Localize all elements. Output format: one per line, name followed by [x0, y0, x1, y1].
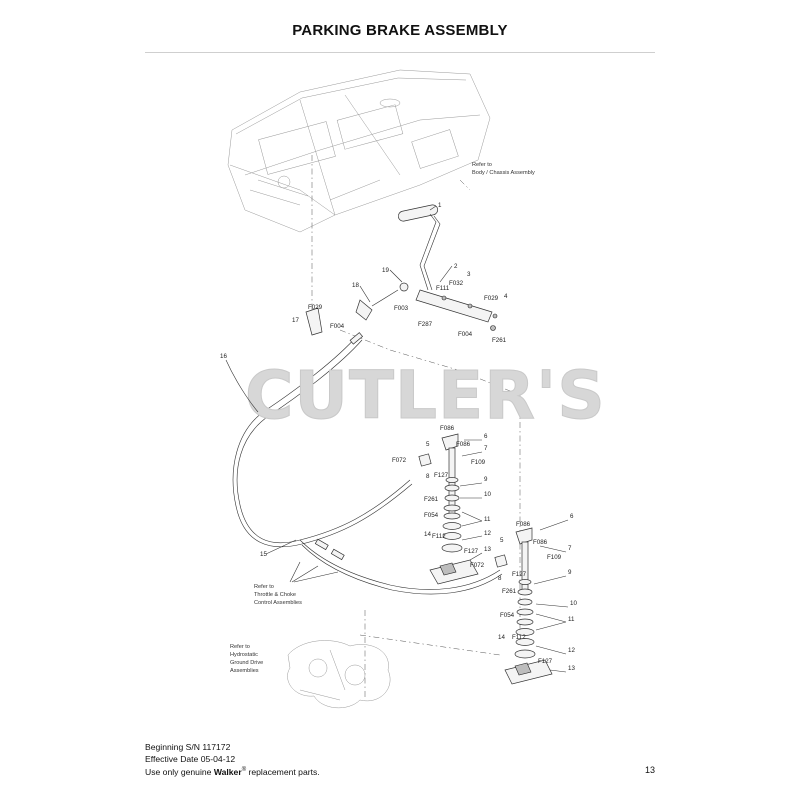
- part-label: 15: [260, 551, 267, 558]
- part-label: 3: [467, 271, 471, 278]
- part-label: F003: [394, 305, 409, 312]
- part-label: 5: [500, 537, 504, 544]
- part-label: F004: [458, 331, 473, 338]
- part-label: 6: [570, 513, 574, 520]
- part-label: 1: [438, 202, 442, 209]
- brand-name: Walker: [213, 766, 242, 777]
- notice-suffix: replacement parts.: [248, 766, 320, 777]
- part-label: F054: [500, 612, 515, 619]
- part-label: 11: [484, 516, 491, 523]
- part-label: 14: [498, 634, 505, 641]
- part-label: F032: [449, 280, 464, 287]
- part-label: F086: [456, 441, 471, 448]
- ref-line: Refer to: [472, 162, 492, 168]
- part-label: F287: [418, 321, 433, 328]
- part-label: F127: [464, 548, 479, 555]
- part-label: 14: [424, 531, 431, 538]
- part-label: F029: [484, 295, 499, 302]
- part-label: 19: [382, 267, 389, 274]
- notice-prefix: Use only genuine: [145, 766, 212, 777]
- part-label: 12: [568, 647, 575, 654]
- reference-hydrostatic: Refer to Hydrostatic Ground Drive Assemb…: [230, 644, 263, 674]
- labels-upper: 1 19 2 18 F111 F032 3 F029 4 F029 17 F00…: [292, 202, 508, 344]
- part-label: 13: [568, 665, 575, 672]
- footer: Beginning S/N 117172 Effective Date 05-0…: [145, 742, 320, 778]
- part-label: F261: [424, 496, 439, 503]
- brake-cables: [232, 332, 503, 595]
- part-label: F112: [512, 634, 526, 641]
- part-label: 10: [484, 491, 491, 498]
- right-brake-stack: [494, 527, 553, 685]
- part-label: F111: [436, 285, 450, 292]
- part-label: 8: [426, 473, 430, 480]
- brake-lever-assembly: [305, 204, 498, 336]
- part-label: 9: [568, 569, 572, 576]
- ref-line: Body / Chassis Assembly: [472, 170, 535, 176]
- parts-notice: Use only genuine Walker® replacement par…: [145, 765, 320, 778]
- ref-line: Assemblies: [230, 668, 259, 674]
- part-label: 12: [484, 530, 491, 537]
- leader-lines: [311, 155, 521, 700]
- reference-body-chassis: Refer to Body / Chassis Assembly: [472, 162, 535, 176]
- part-label: F004: [330, 323, 345, 330]
- part-label: 18: [352, 282, 359, 289]
- reference-throttle-choke: Refer to Throttle & Choke Control Assemb…: [254, 561, 339, 606]
- left-brake-stack: [418, 433, 479, 585]
- part-label: F054: [424, 512, 439, 519]
- part-label: 10: [570, 600, 577, 607]
- watermark: CUTLER'S: [245, 357, 606, 434]
- labels-left-brake: F086 6 5 F086 7 F072 F109 F127 8 9 F261 …: [392, 425, 491, 555]
- registered-mark: ®: [241, 767, 247, 773]
- part-label: F127: [538, 658, 553, 665]
- title-divider: [145, 52, 655, 53]
- part-label: 4: [504, 293, 508, 300]
- part-label: F261: [492, 337, 507, 344]
- part-label: F072: [392, 457, 407, 464]
- ref-line: Throttle & Choke: [254, 592, 296, 598]
- part-label: F261: [502, 588, 517, 595]
- part-label: 13: [484, 546, 491, 553]
- part-label: 9: [484, 476, 488, 483]
- page-number: 13: [644, 765, 655, 775]
- part-label: 2: [454, 263, 458, 270]
- ref-line: Ground Drive: [230, 660, 263, 666]
- part-label: 6: [484, 433, 488, 440]
- part-label: F112: [432, 533, 446, 540]
- part-label: F127: [434, 472, 449, 479]
- part-label: F109: [547, 554, 562, 561]
- part-label: F086: [516, 521, 531, 528]
- part-label: 16: [220, 353, 227, 360]
- body-chassis-illustration: [227, 69, 491, 233]
- hydrostatic-drive-illustration: [287, 640, 391, 708]
- part-label: 5: [426, 441, 430, 448]
- part-label: 17: [292, 317, 299, 324]
- effective-date: Effective Date 05-04-12: [145, 753, 236, 764]
- callout-leaders: [225, 205, 569, 673]
- part-label: F029: [308, 304, 323, 311]
- labels-cable: 16 15: [220, 353, 267, 558]
- part-label: 7: [568, 545, 572, 552]
- part-label: F072: [470, 562, 485, 569]
- ref-line: Control Assemblies: [254, 600, 302, 606]
- serial-number: Beginning S/N 117172: [145, 742, 231, 752]
- part-label: F086: [440, 425, 455, 432]
- labels-right-brake: F086 6 5 F086 7 F109 F127 F072 8 9 F261 …: [470, 513, 577, 672]
- part-label: F086: [533, 539, 548, 546]
- part-label: 7: [484, 445, 488, 452]
- page-title: PARKING BRAKE ASSEMBLY: [292, 22, 508, 39]
- ref-line: Refer to: [230, 644, 250, 650]
- part-label: 11: [568, 616, 575, 623]
- ref-line: Refer to: [254, 584, 274, 590]
- part-label: 8: [498, 575, 502, 582]
- part-label: F127: [512, 571, 527, 578]
- ref-line: Hydrostatic: [230, 652, 258, 658]
- part-label: F109: [471, 459, 486, 466]
